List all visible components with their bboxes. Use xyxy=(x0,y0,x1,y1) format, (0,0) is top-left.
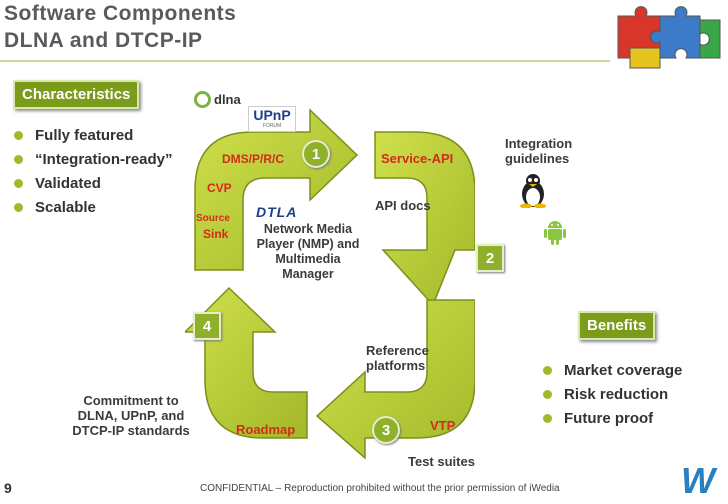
android-icon xyxy=(544,221,566,245)
bullet-icon xyxy=(543,365,552,375)
header-divider xyxy=(0,60,610,62)
dlna-mark-icon xyxy=(194,91,211,108)
bullet-icon xyxy=(14,154,23,164)
arrow-4 xyxy=(185,286,308,439)
sink-label: Sink xyxy=(203,227,229,241)
test-suites-label: Test suites xyxy=(408,454,475,469)
cvp-label: CVP xyxy=(207,181,232,195)
commitment-label: Commitment to DLNA, UPnP, and DTCP-IP st… xyxy=(72,393,190,438)
dlna-logo: dlna xyxy=(194,91,241,108)
puzzle-icon xyxy=(617,6,721,69)
nmp-label: Network Media Player (NMP) and Multimedi… xyxy=(256,222,360,281)
bullet-icon xyxy=(14,130,23,140)
bullet-icon xyxy=(14,202,23,212)
step-2-badge: 2 xyxy=(476,244,504,272)
characteristics-label: Characteristics xyxy=(13,80,140,109)
iwedia-logo-icon: W xyxy=(681,460,715,501)
upnp-logo: UPnP FORUM xyxy=(248,106,296,132)
integration-label: Integration guidelines xyxy=(505,136,573,166)
source-label: Source xyxy=(196,213,230,224)
page-title: Software Components xyxy=(4,2,237,25)
characteristics-list: Fully featured “Integration-ready” Valid… xyxy=(14,123,173,219)
page-number: 9 xyxy=(4,480,12,496)
vtp-label: VTP xyxy=(430,418,456,433)
linux-tux-icon xyxy=(520,174,546,208)
benefits-label: Benefits xyxy=(578,311,656,340)
step-4-badge: 4 xyxy=(193,312,221,340)
benefits-list: Market coverage Risk reduction Future pr… xyxy=(543,358,682,430)
list-item: Fully featured xyxy=(14,123,173,147)
list-item: “Integration-ready” xyxy=(14,147,173,171)
list-item: Scalable xyxy=(14,195,173,219)
arrow-2 xyxy=(374,131,475,307)
step-3-badge: 3 xyxy=(372,416,400,444)
dtla-logo: DTLA xyxy=(256,204,298,220)
service-api-label: Service-API xyxy=(381,151,454,166)
list-item: Future proof xyxy=(543,406,682,430)
arrow-3 xyxy=(315,299,475,460)
confidential-notice: CONFIDENTIAL – Reproduction prohibited w… xyxy=(200,483,560,494)
list-item: Market coverage xyxy=(543,358,682,382)
step-1-badge: 1 xyxy=(302,140,330,168)
list-item: Validated xyxy=(14,171,173,195)
reference-label: Reference platforms xyxy=(366,343,429,373)
dms-label: DMS/P/R/C xyxy=(222,152,285,166)
bullet-icon xyxy=(543,413,552,423)
page-subtitle: DLNA and DTCP-IP xyxy=(4,29,203,52)
roadmap-label: Roadmap xyxy=(236,422,296,437)
list-item: Risk reduction xyxy=(543,382,682,406)
bullet-icon xyxy=(14,178,23,188)
api-docs-label: API docs xyxy=(375,198,431,213)
bullet-icon xyxy=(543,389,552,399)
